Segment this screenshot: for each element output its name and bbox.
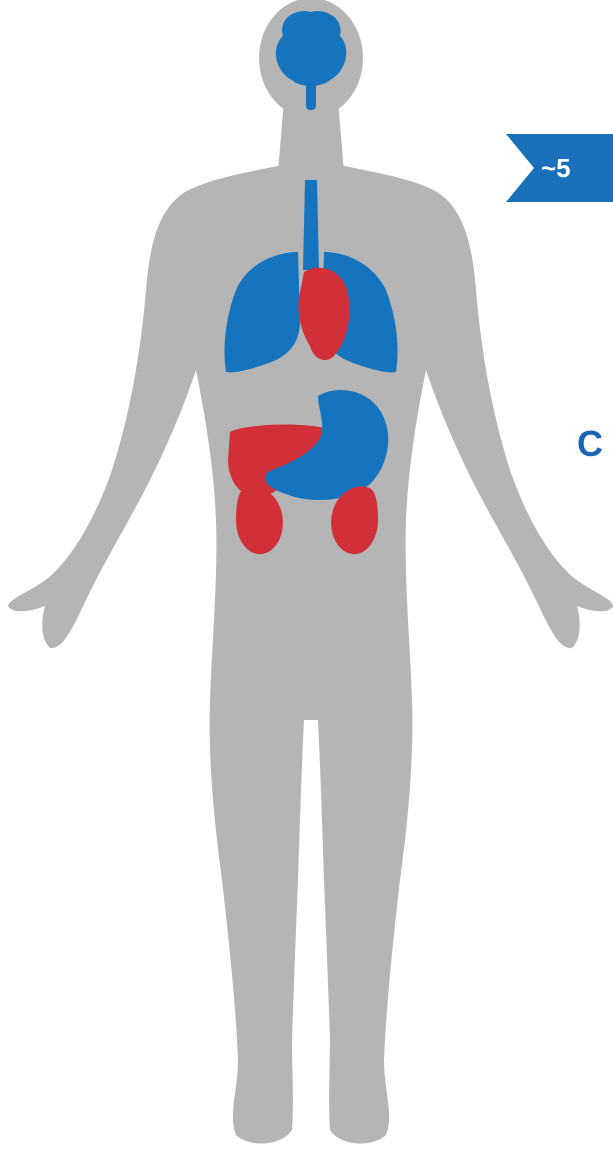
neck-shape bbox=[278, 100, 344, 172]
callout-label: ~5 bbox=[541, 150, 571, 186]
brain-stem bbox=[306, 80, 316, 110]
body-silhouette bbox=[8, 0, 613, 1144]
trachea-organ bbox=[303, 180, 319, 270]
side-label: C bbox=[577, 422, 603, 466]
organs bbox=[224, 11, 397, 554]
brain-organ bbox=[276, 11, 346, 86]
